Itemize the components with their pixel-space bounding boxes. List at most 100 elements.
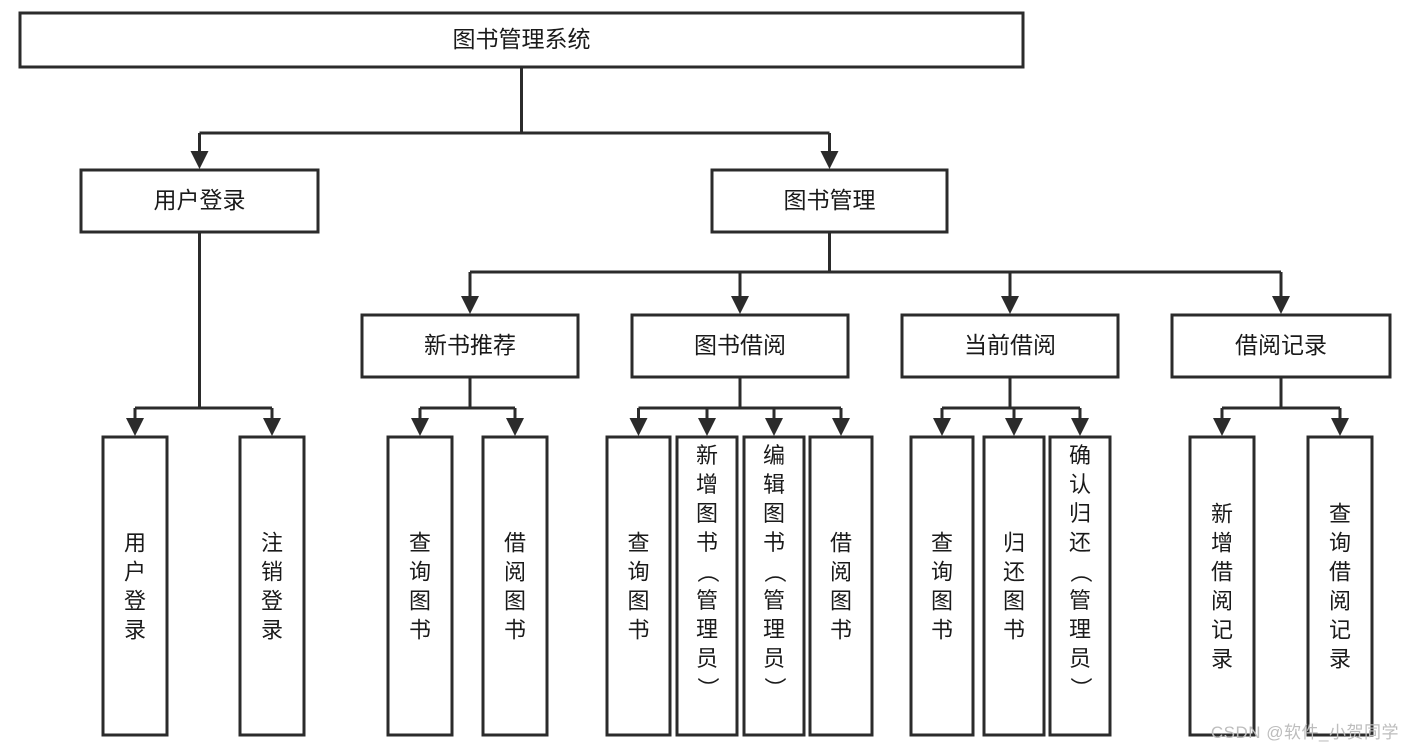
node-root[interactable]: 图书管理系统 [18,11,1025,69]
node-rect[interactable] [238,435,306,737]
node-label-char: 户 [124,560,146,585]
node-rect[interactable] [710,168,949,234]
node-layer: 图书管理系统用户登录图书管理新书推荐图书借阅当前借阅借阅记录用户登录注销登录查询… [18,11,1392,737]
node-label-char: 询 [627,560,649,585]
node-label-char: 录 [1211,647,1233,672]
node-rect[interactable] [18,11,1025,69]
node-rect[interactable] [909,435,975,737]
node-rect[interactable] [675,435,739,737]
node-rect[interactable] [79,168,320,234]
connector-group [411,377,524,436]
node-rect[interactable] [900,313,1120,379]
node-rect[interactable] [360,313,580,379]
node-rect[interactable] [630,313,850,379]
connector-arrowhead [190,151,209,169]
node-rect[interactable] [742,435,806,737]
node-rect[interactable] [1188,435,1256,737]
node-rect[interactable] [1306,435,1374,737]
node-label-char: 增 [1211,531,1233,556]
connector-group [629,377,850,436]
node-rect[interactable] [605,435,672,737]
node-rect[interactable] [808,435,874,737]
node-rect[interactable] [386,435,454,737]
node-label: 图书管理系统 [453,26,591,52]
connector-arrowhead [126,418,144,436]
node-label-char: 归 [1069,501,1091,526]
node-label-char: 书 [830,618,852,643]
node-label-char: 编 [763,443,785,468]
connector-group [126,232,281,436]
node-label-char: 询 [1329,531,1351,556]
node-label-char: 新 [1211,502,1233,527]
node-branch[interactable]: 当前借阅 [900,313,1120,379]
node-label-char: 管 [763,588,785,613]
watermark-label: CSDN @软件_小贺同学 [1210,723,1399,742]
node-label: 当前借阅 [964,332,1056,358]
node-label-char: 书 [627,618,649,643]
node-rect[interactable] [481,435,549,737]
node-label-char: 录 [1329,647,1351,672]
node-label-char: 书 [931,618,953,643]
node-branch[interactable]: 借阅记录 [1170,313,1392,379]
node-label-char: 图 [627,589,649,614]
node-label-char: 理 [696,617,718,642]
node-branch[interactable]: 图书管理 [710,168,949,234]
node-label-char: 书 [409,618,431,643]
node-label-char: 注 [261,531,283,556]
connector-arrowhead [1071,418,1089,436]
connector-arrowhead [1213,418,1231,436]
node-label-char: 确 [1069,443,1091,468]
node-label-char: 图 [409,589,431,614]
node-label-char: 借 [504,531,526,556]
node-label-char: （ [1068,561,1093,583]
node-rect[interactable] [1048,435,1112,737]
node-label-char: 员 [1069,646,1091,671]
node-label-char: 书 [504,618,526,643]
node-branch[interactable]: 图书借阅 [630,313,850,379]
connector-arrowhead [1331,418,1349,436]
connector-layer [126,67,1349,436]
connector-arrowhead [263,418,281,436]
connector-group [190,67,839,169]
connector-arrowhead [933,418,951,436]
node-label-char: ） [762,677,787,699]
node-rect[interactable] [982,435,1046,737]
node-label-char: 员 [696,646,718,671]
node-label-char: 查 [931,531,953,556]
node-label: 图书借阅 [694,332,786,358]
node-rect[interactable] [1170,313,1392,379]
connector-arrowhead [1272,296,1290,314]
node-branch[interactable]: 用户登录 [79,168,320,234]
node-branch[interactable]: 新书推荐 [360,313,580,379]
node-label-char: 询 [931,560,953,585]
node-rect[interactable] [101,435,169,737]
node-label-char: （ [762,561,787,583]
node-leaf[interactable]: 用户登录 [101,435,169,737]
node-label-char: 图 [696,501,718,526]
node-label-char: 新 [696,443,718,468]
node-label-char: 认 [1069,472,1091,497]
connector-arrowhead [820,151,839,169]
connector-arrowhead [698,418,716,436]
node-label-char: 查 [627,531,649,556]
connector-arrowhead [1001,296,1019,314]
connector-arrowhead [1005,418,1023,436]
connector-arrowhead [765,418,783,436]
node-label-char: 图 [830,589,852,614]
node-label-char: 阅 [1329,589,1351,614]
node-label-char: 员 [763,646,785,671]
